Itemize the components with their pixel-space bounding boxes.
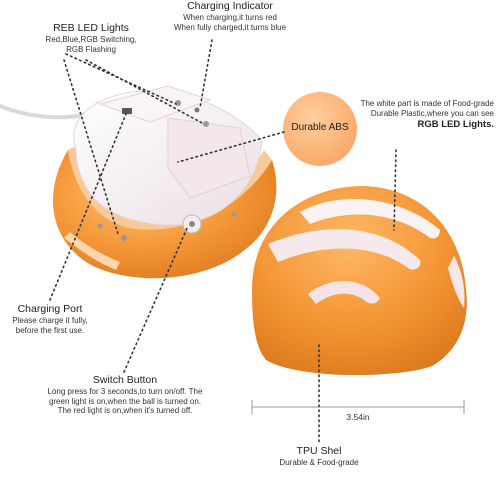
charging-port-title: Charging Port — [17, 303, 83, 315]
reb-led-desc-2: RGB Flashing — [66, 44, 116, 54]
charging-port-slot — [122, 108, 132, 114]
charging-indicator-led — [194, 107, 200, 113]
charging-port-desc-2: before the first use. — [15, 325, 85, 335]
charging-indicator-title: Charging Indicator — [187, 0, 273, 12]
charging-indicator-desc-2: When fully charged,it turns blue — [173, 22, 287, 32]
open-ball — [53, 85, 277, 279]
tpu-shell-desc-1: Durable & Food-grade — [279, 457, 359, 467]
ball-stripe-middle — [268, 229, 421, 270]
charging-port-label: Charging Port Please charge it fully, be… — [0, 303, 100, 335]
leader-lines — [49, 39, 397, 446]
switch-button-title: Switch Button — [92, 374, 158, 386]
reb-led-title: REB LED Lights — [53, 22, 129, 34]
charging-indicator-label: Charging Indicator When charging,it turn… — [150, 0, 310, 32]
led-hole — [175, 100, 181, 106]
closed-ball — [252, 186, 467, 376]
left-ball-shell — [53, 150, 277, 279]
ball-stripe-lower — [308, 280, 380, 304]
tpu-shell-label: TPU Shel Durable & Food-grade — [264, 445, 374, 468]
durable-abs-badge — [283, 92, 357, 166]
white-part-desc-1: The white part is made of Food-grade — [360, 99, 494, 108]
tpu-shell-title: TPU Shel — [296, 445, 342, 457]
left-ball-stripe — [64, 232, 120, 270]
durable-abs-label: Durable ABS — [283, 122, 357, 134]
led-hole — [97, 223, 103, 229]
ball-stripe-upper — [300, 199, 440, 239]
ball-stripe-side — [448, 256, 465, 308]
reb-led-desc-1: Red,Blue,RGB Switching, — [45, 34, 137, 44]
white-part-desc-3: RGB LED Lights. — [417, 118, 494, 130]
dimension-text: 3.54in — [346, 412, 370, 422]
led-hole — [121, 235, 127, 241]
led-hole — [231, 211, 237, 217]
white-part-desc-2: Durable Plastic,where you can see — [370, 108, 494, 118]
white-part-label: The white part is made of Food-grade Dur… — [330, 99, 494, 130]
switch-button-desc-1: Long press for 3 seconds,to turn on/off.… — [47, 386, 203, 396]
core-right-block — [167, 117, 251, 199]
charging-indicator-desc-1: When charging,it turns red — [183, 12, 277, 22]
reb-led-label: REB LED Lights Red,Blue,RGB Switching, R… — [16, 22, 166, 54]
dimension-label: 3.54in — [318, 412, 398, 422]
led-hole — [203, 121, 209, 127]
switch-button-desc-3: The red light is on,when it's turned off… — [57, 406, 193, 416]
switch-button-label: Switch Button Long press for 3 seconds,t… — [20, 374, 230, 416]
durable-abs-text: Durable ABS — [291, 122, 349, 133]
charging-port-desc-1: Please charge it fully, — [12, 315, 88, 325]
switch-button-desc-2: green light is on,when the ball is turne… — [48, 396, 202, 406]
